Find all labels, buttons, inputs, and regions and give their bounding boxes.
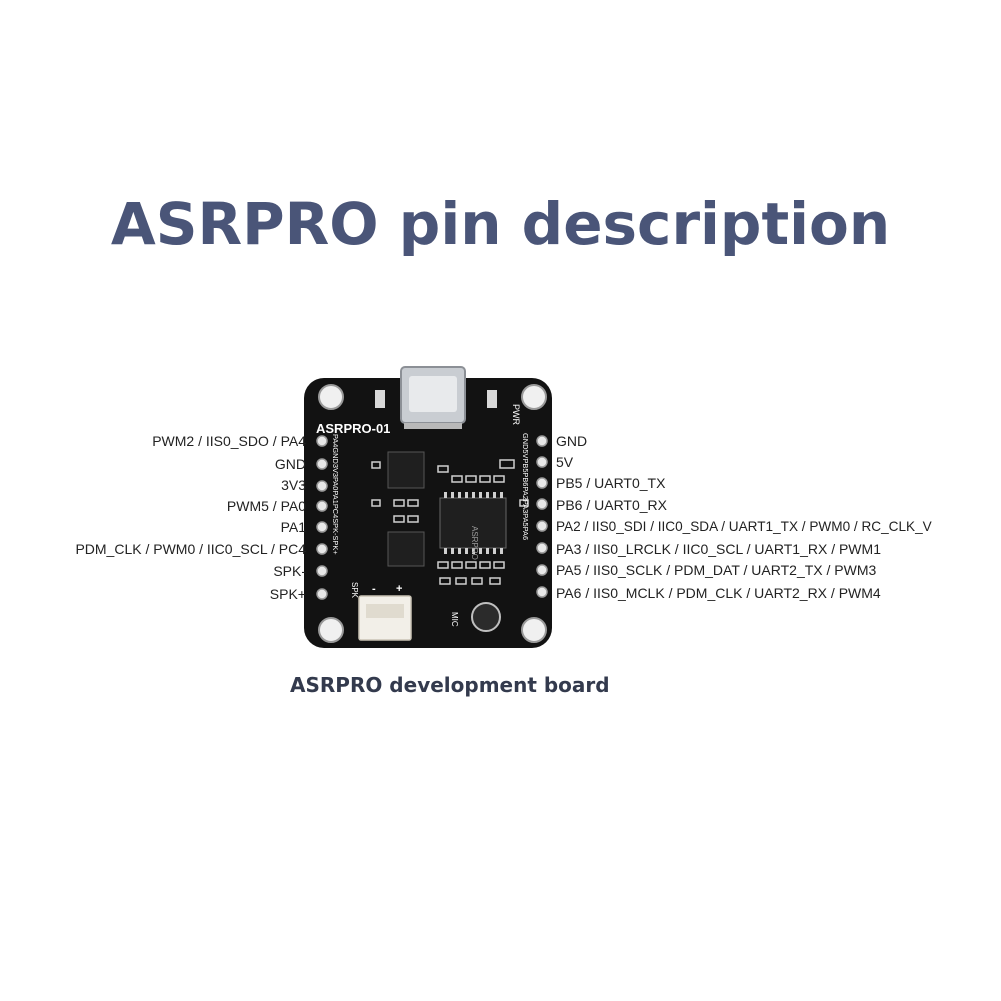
pin-label-left: PDM_CLK / PWM0 / IIC0_SCL / PC4 — [75, 541, 306, 557]
pin-label-right: 5V — [556, 454, 574, 470]
ic-asrpro-chip — [439, 497, 507, 549]
mounting-hole-top-right — [521, 384, 547, 410]
ic-regulator-top — [387, 451, 425, 489]
pin-label-right: PA3 / IIS0_LRCLK / IIC0_SCL / UART1_RX /… — [556, 541, 881, 557]
pin-label-right: PA2 / IIS0_SDI / IIC0_SDA / UART1_TX / P… — [556, 519, 932, 534]
mounting-hole-top-left — [318, 384, 344, 410]
board-caption: ASRPRO development board — [290, 673, 610, 697]
usb-opening — [409, 376, 457, 412]
right-header-pads — [536, 435, 548, 598]
pin-label-right: PB6 / UART0_RX — [556, 497, 668, 513]
pin-label-left: PWM5 / PA0 — [226, 498, 306, 514]
ic-regulator-bottom — [387, 531, 425, 567]
pin-label-right: GND — [556, 433, 588, 449]
connector-plus-label: + — [396, 583, 402, 595]
usb-pin-strip — [404, 423, 462, 429]
chip-text: ASRPRO — [470, 526, 479, 560]
mic-label: MIC — [450, 612, 459, 627]
pin-label-left: SPK- — [273, 563, 306, 579]
left-header-pads — [316, 435, 328, 600]
mounting-hole-bottom-right — [521, 617, 547, 643]
connector-minus-label: - — [372, 583, 376, 595]
spk-label: SPK — [350, 582, 359, 599]
pin-label-right: PB5 / UART0_TX — [556, 475, 666, 491]
pin-label-left: GND — [274, 456, 306, 472]
page-title: ASRPRO pin description — [110, 190, 891, 258]
left-edge-pin-text: PA4GND3V3PA0PA1PC4SPK-SPK+ — [331, 434, 340, 555]
pin-label-right: PA6 / IIS0_MCLK / PDM_CLK / UART2_RX / P… — [556, 585, 881, 601]
pin-label-left: SPK+ — [269, 586, 306, 602]
pin-label-right: PA5 / IIS0_SCLK / PDM_DAT / UART2_TX / P… — [556, 562, 877, 578]
pwr-label: PWR — [511, 404, 521, 425]
speaker-connector-slot — [366, 604, 404, 618]
pin-label-left: PA1 — [280, 519, 306, 535]
right-edge-pin-text: GND5VPB5PB6PA2PA3PA5PA6 — [521, 433, 530, 540]
pin-label-left: PWM2 / IIS0_SDO / PA4 — [152, 433, 306, 449]
chip-pins — [444, 492, 503, 554]
passive-components — [371, 459, 529, 585]
pin-label-left: 3V3 — [281, 477, 306, 493]
smd-component — [487, 390, 497, 408]
mounting-hole-bottom-left — [318, 617, 344, 643]
smd-component — [375, 390, 385, 408]
microphone — [471, 602, 501, 632]
board-name: ASRPRO-01 — [316, 421, 390, 436]
